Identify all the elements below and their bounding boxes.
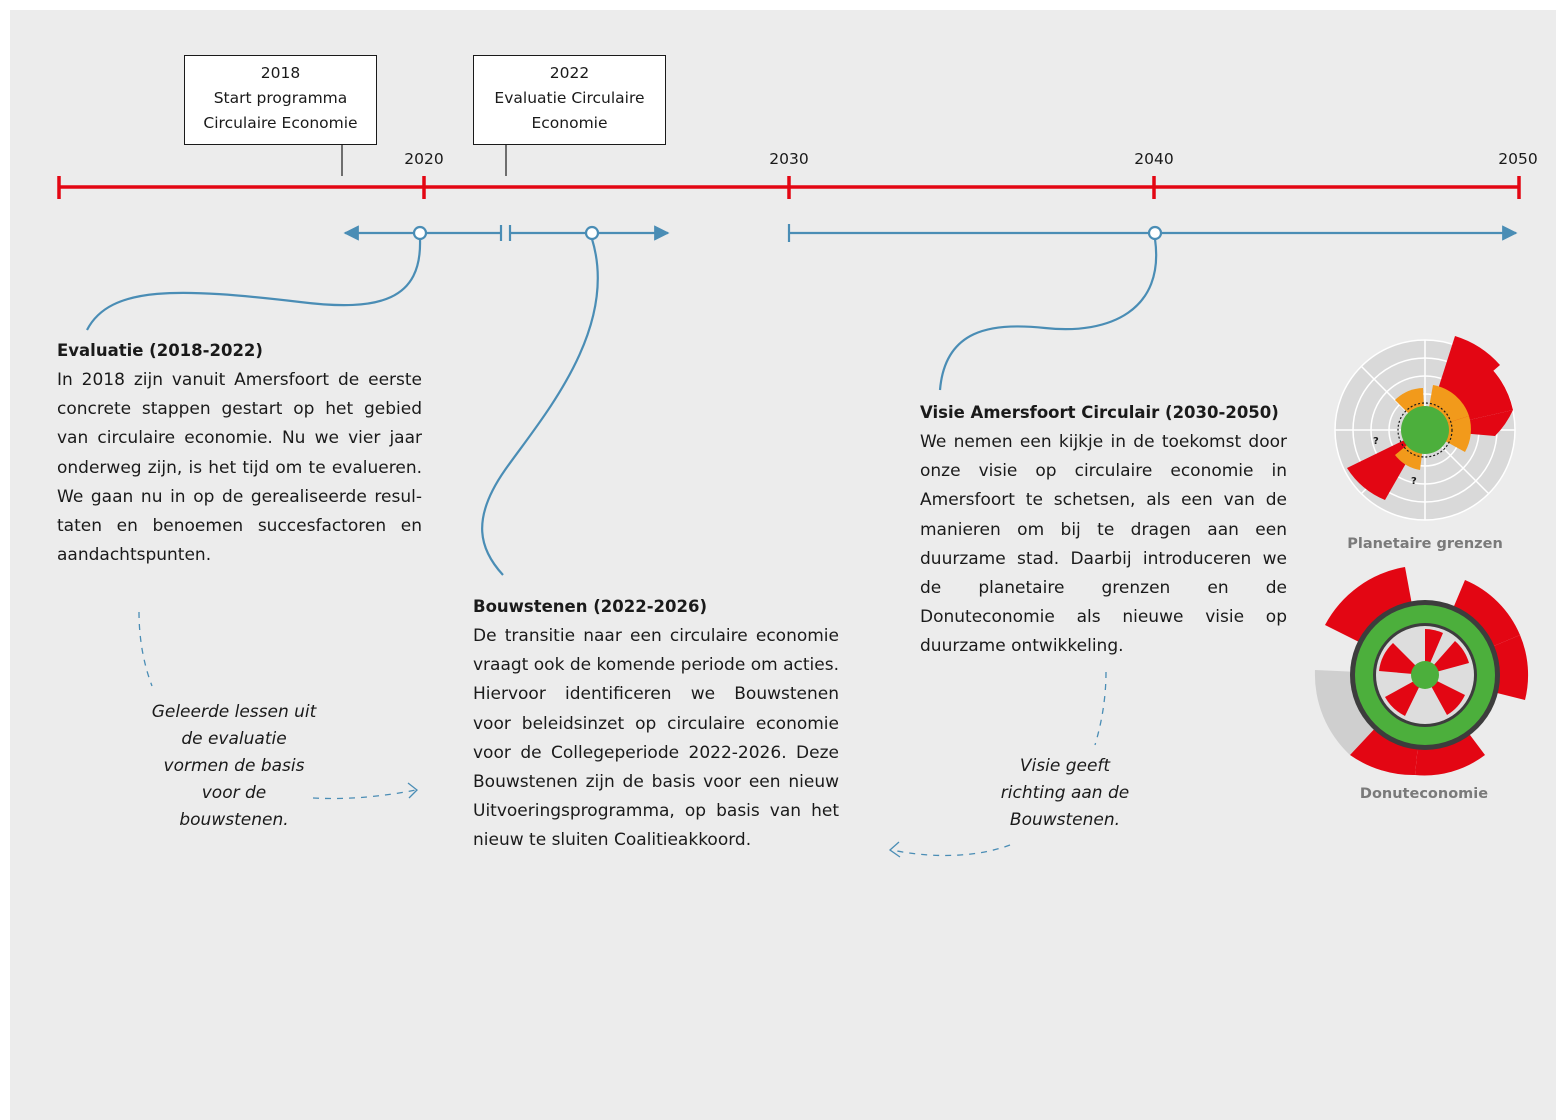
- milestone-2018-year: 2018: [260, 64, 301, 82]
- year-label-2030: 2030: [769, 150, 809, 168]
- visie-note-line3: Bouwstenen.: [1009, 810, 1121, 830]
- milestone-2022-line2: Economie: [531, 114, 608, 132]
- donut-caption: Donuteconomie: [1359, 786, 1489, 802]
- connector-bouwstenen: [481, 238, 599, 576]
- milestone-2022-line1: Evaluatie Circulaire: [494, 89, 645, 107]
- period-marker-evaluatie: [412, 225, 428, 241]
- planetaire-caption: Planetaire grenzen: [1347, 536, 1503, 552]
- lessen-dashed-line: [138, 611, 153, 687]
- lessen-note: Geleerde lessen uit de evaluatie vormen …: [144, 699, 324, 834]
- period-marker-bouwstenen: [584, 225, 600, 241]
- visie-dashed-line: [1094, 671, 1107, 746]
- evaluatie-text: In 2018 zijn vanuit Amersfoort de eerste…: [57, 370, 422, 566]
- year-label-2020: 2020: [404, 150, 444, 168]
- visie-dashed-arrow: [891, 844, 1011, 857]
- visie-note-line1: Visie geeft: [1019, 756, 1111, 776]
- donuteconomie-chart: [1314, 567, 1529, 776]
- year-label-2040: 2040: [1134, 150, 1174, 168]
- connector-evaluatie: [86, 238, 422, 331]
- milestone-2022-year: 2022: [549, 64, 590, 82]
- diagram-panel: [10, 10, 1556, 1120]
- planetaire-question-1: ?: [1373, 436, 1379, 447]
- visie-block: Visie Amersfoort Circulair (2030-2050) W…: [920, 398, 1287, 662]
- year-label-2050: 2050: [1498, 150, 1538, 168]
- evaluatie-title: Evaluatie (2018-2022): [57, 341, 263, 360]
- milestone-2022-box: 2022 Evaluatie Circulaire Economie: [473, 55, 666, 145]
- bouwstenen-text: De transitie naar een circulaire economi…: [473, 626, 839, 851]
- evaluatie-block: Evaluatie (2018-2022) In 2018 zijn vanui…: [57, 336, 422, 570]
- planetaire-question-2: ?: [1411, 476, 1417, 487]
- planetaire-grenzen-chart: ? ?: [1334, 336, 1516, 521]
- lessen-note-line2: de evaluatie: [181, 729, 287, 749]
- bouwstenen-block: Bouwstenen (2022-2026) De transitie naar…: [473, 592, 839, 856]
- milestone-2018-line1: Start programma: [213, 89, 348, 107]
- lessen-dashed-arrow: [312, 789, 417, 800]
- bouwstenen-title: Bouwstenen (2022-2026): [473, 597, 708, 616]
- milestone-2018-box: 2018 Start programma Circulaire Economie: [184, 55, 377, 145]
- lessen-note-line1: Geleerde lessen uit: [151, 702, 317, 722]
- main-timeline: [57, 176, 1521, 199]
- period-marker-visie: [1147, 225, 1163, 241]
- lessen-note-line3: vormen de basis: [163, 756, 305, 776]
- visie-title: Visie Amersfoort Circulair (2030-2050): [920, 403, 1279, 422]
- visie-note: Visie geeft richting aan de Bouwstenen.: [975, 753, 1155, 834]
- milestone-2018-line2: Circulaire Economie: [203, 114, 358, 132]
- connector-visie: [938, 238, 1158, 391]
- lessen-note-line4: voor de: [201, 783, 267, 803]
- visie-text: We nemen een kijkje in de toekomst door …: [920, 432, 1287, 657]
- lessen-note-line5: bouwstenen.: [179, 810, 289, 830]
- visie-note-line2: richting aan de: [1000, 783, 1130, 803]
